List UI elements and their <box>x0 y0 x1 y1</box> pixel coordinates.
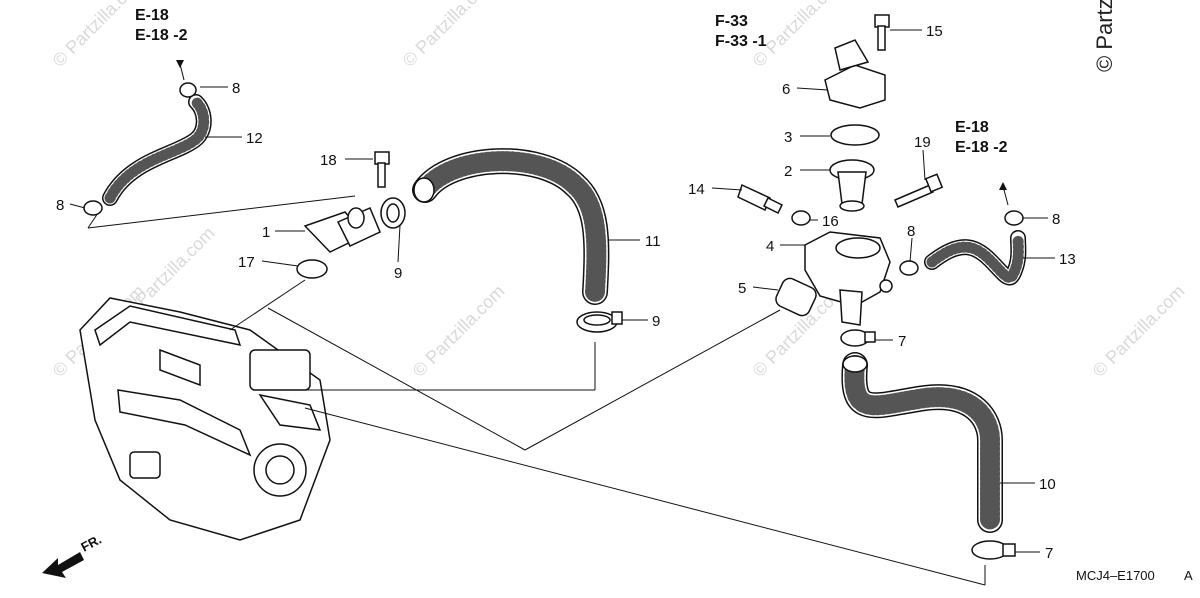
callout-11: 11 <box>645 233 661 250</box>
front-arrow-icon <box>42 552 84 578</box>
water-hose-11 <box>412 148 610 305</box>
ref-line: E-18 <box>955 119 989 136</box>
callout-9: 9 <box>652 313 660 330</box>
water-hose-13 <box>924 230 1027 286</box>
callout-7: 7 <box>898 333 906 350</box>
callout-9: 9 <box>394 265 402 282</box>
thermostat-cover-part-6 <box>824 39 886 109</box>
ref-line: F-33 -1 <box>715 33 767 50</box>
washer-part-16 <box>791 210 811 226</box>
watermark-text: © Partzilla.com <box>1089 281 1189 381</box>
bolt-part-19 <box>894 173 944 208</box>
callout-13: 13 <box>1059 251 1076 268</box>
sensor-part-14 <box>737 183 784 215</box>
watermark-text: © Partzilla.com <box>49 0 149 71</box>
callout-2: 2 <box>784 163 792 180</box>
hose-clamp-8d <box>1004 210 1024 226</box>
engine-block <box>79 297 331 541</box>
watermark-text: © Partzilla.com <box>399 0 499 71</box>
copyright-text: © Partzilla <box>1092 0 1117 72</box>
ref-line: E-18 <box>135 7 169 24</box>
o-ring-part-17 <box>296 259 328 279</box>
callout-19: 19 <box>914 134 931 151</box>
hose-clamp-7b <box>971 540 1016 560</box>
bolt-part-15 <box>874 14 890 51</box>
ref-line: E-18 -2 <box>135 27 188 44</box>
callout-1: 1 <box>262 224 270 241</box>
water-joint-part-1 <box>303 207 381 253</box>
hose-clamp-9a <box>380 197 406 229</box>
callout-18: 18 <box>320 152 337 169</box>
watermark-text: © Partzilla.com <box>409 281 509 381</box>
thermostat-part-2 <box>829 159 875 212</box>
thermostat-housing-part-4 <box>804 231 893 326</box>
diagram-code: MCJ4–E1700 <box>1076 568 1155 583</box>
callout-10: 10 <box>1039 476 1056 493</box>
callout-leaders <box>69 29 1055 553</box>
callout-4: 4 <box>766 238 774 255</box>
hose-clamp-8c <box>899 260 919 276</box>
callout-12: 12 <box>246 130 263 147</box>
seal-part-3 <box>830 124 880 146</box>
callout-8: 8 <box>907 223 915 240</box>
gasket-part-5 <box>775 277 817 317</box>
callout-3: 3 <box>784 129 792 146</box>
callout-6: 6 <box>782 81 790 98</box>
callout-15: 15 <box>926 23 943 40</box>
ref-line: E-18 -2 <box>955 139 1008 156</box>
callout-14: 14 <box>688 181 705 198</box>
water-hose-12 <box>102 94 212 206</box>
callout-5: 5 <box>738 280 746 297</box>
hose-clamp-8b <box>83 200 103 216</box>
hose-clamp-8a <box>179 82 197 98</box>
callout-17: 17 <box>238 254 255 271</box>
front-direction-marker: FR. <box>42 532 104 578</box>
callout-8: 8 <box>232 80 240 97</box>
callout-16: 16 <box>822 213 839 230</box>
hose-clamp-9b <box>576 311 623 333</box>
bolt-part-18 <box>374 151 390 188</box>
diagram-code-suffix: A <box>1184 568 1193 583</box>
callout-7: 7 <box>1045 545 1053 562</box>
callout-8: 8 <box>1052 211 1060 228</box>
front-label: FR. <box>78 532 104 555</box>
hose-clamp-7a <box>840 329 876 347</box>
water-hose-10 <box>841 352 1003 533</box>
ref-line: F-33 <box>715 13 748 30</box>
callout-8: 8 <box>56 197 64 214</box>
